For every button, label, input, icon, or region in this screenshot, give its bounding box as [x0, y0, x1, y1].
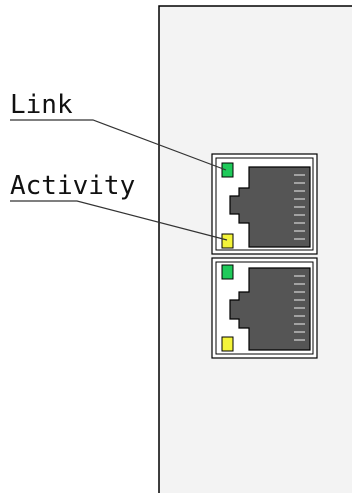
rj45-port-2 [211, 257, 318, 359]
jack-pins [294, 174, 305, 240]
rj45-port-1 [211, 153, 318, 255]
link-led [221, 162, 234, 178]
activity-leader-line [10, 200, 228, 241]
link-leader-line [10, 119, 227, 171]
jack-opening [229, 267, 311, 351]
activity-callout: Activity [10, 171, 228, 241]
link-label: Link [10, 90, 73, 120]
link-led [221, 264, 234, 280]
jack-pins [294, 275, 305, 341]
link-callout: Link [10, 90, 227, 171]
jack-opening [229, 166, 311, 248]
activity-led [221, 233, 234, 249]
activity-led [221, 336, 234, 352]
activity-label: Activity [10, 171, 135, 201]
